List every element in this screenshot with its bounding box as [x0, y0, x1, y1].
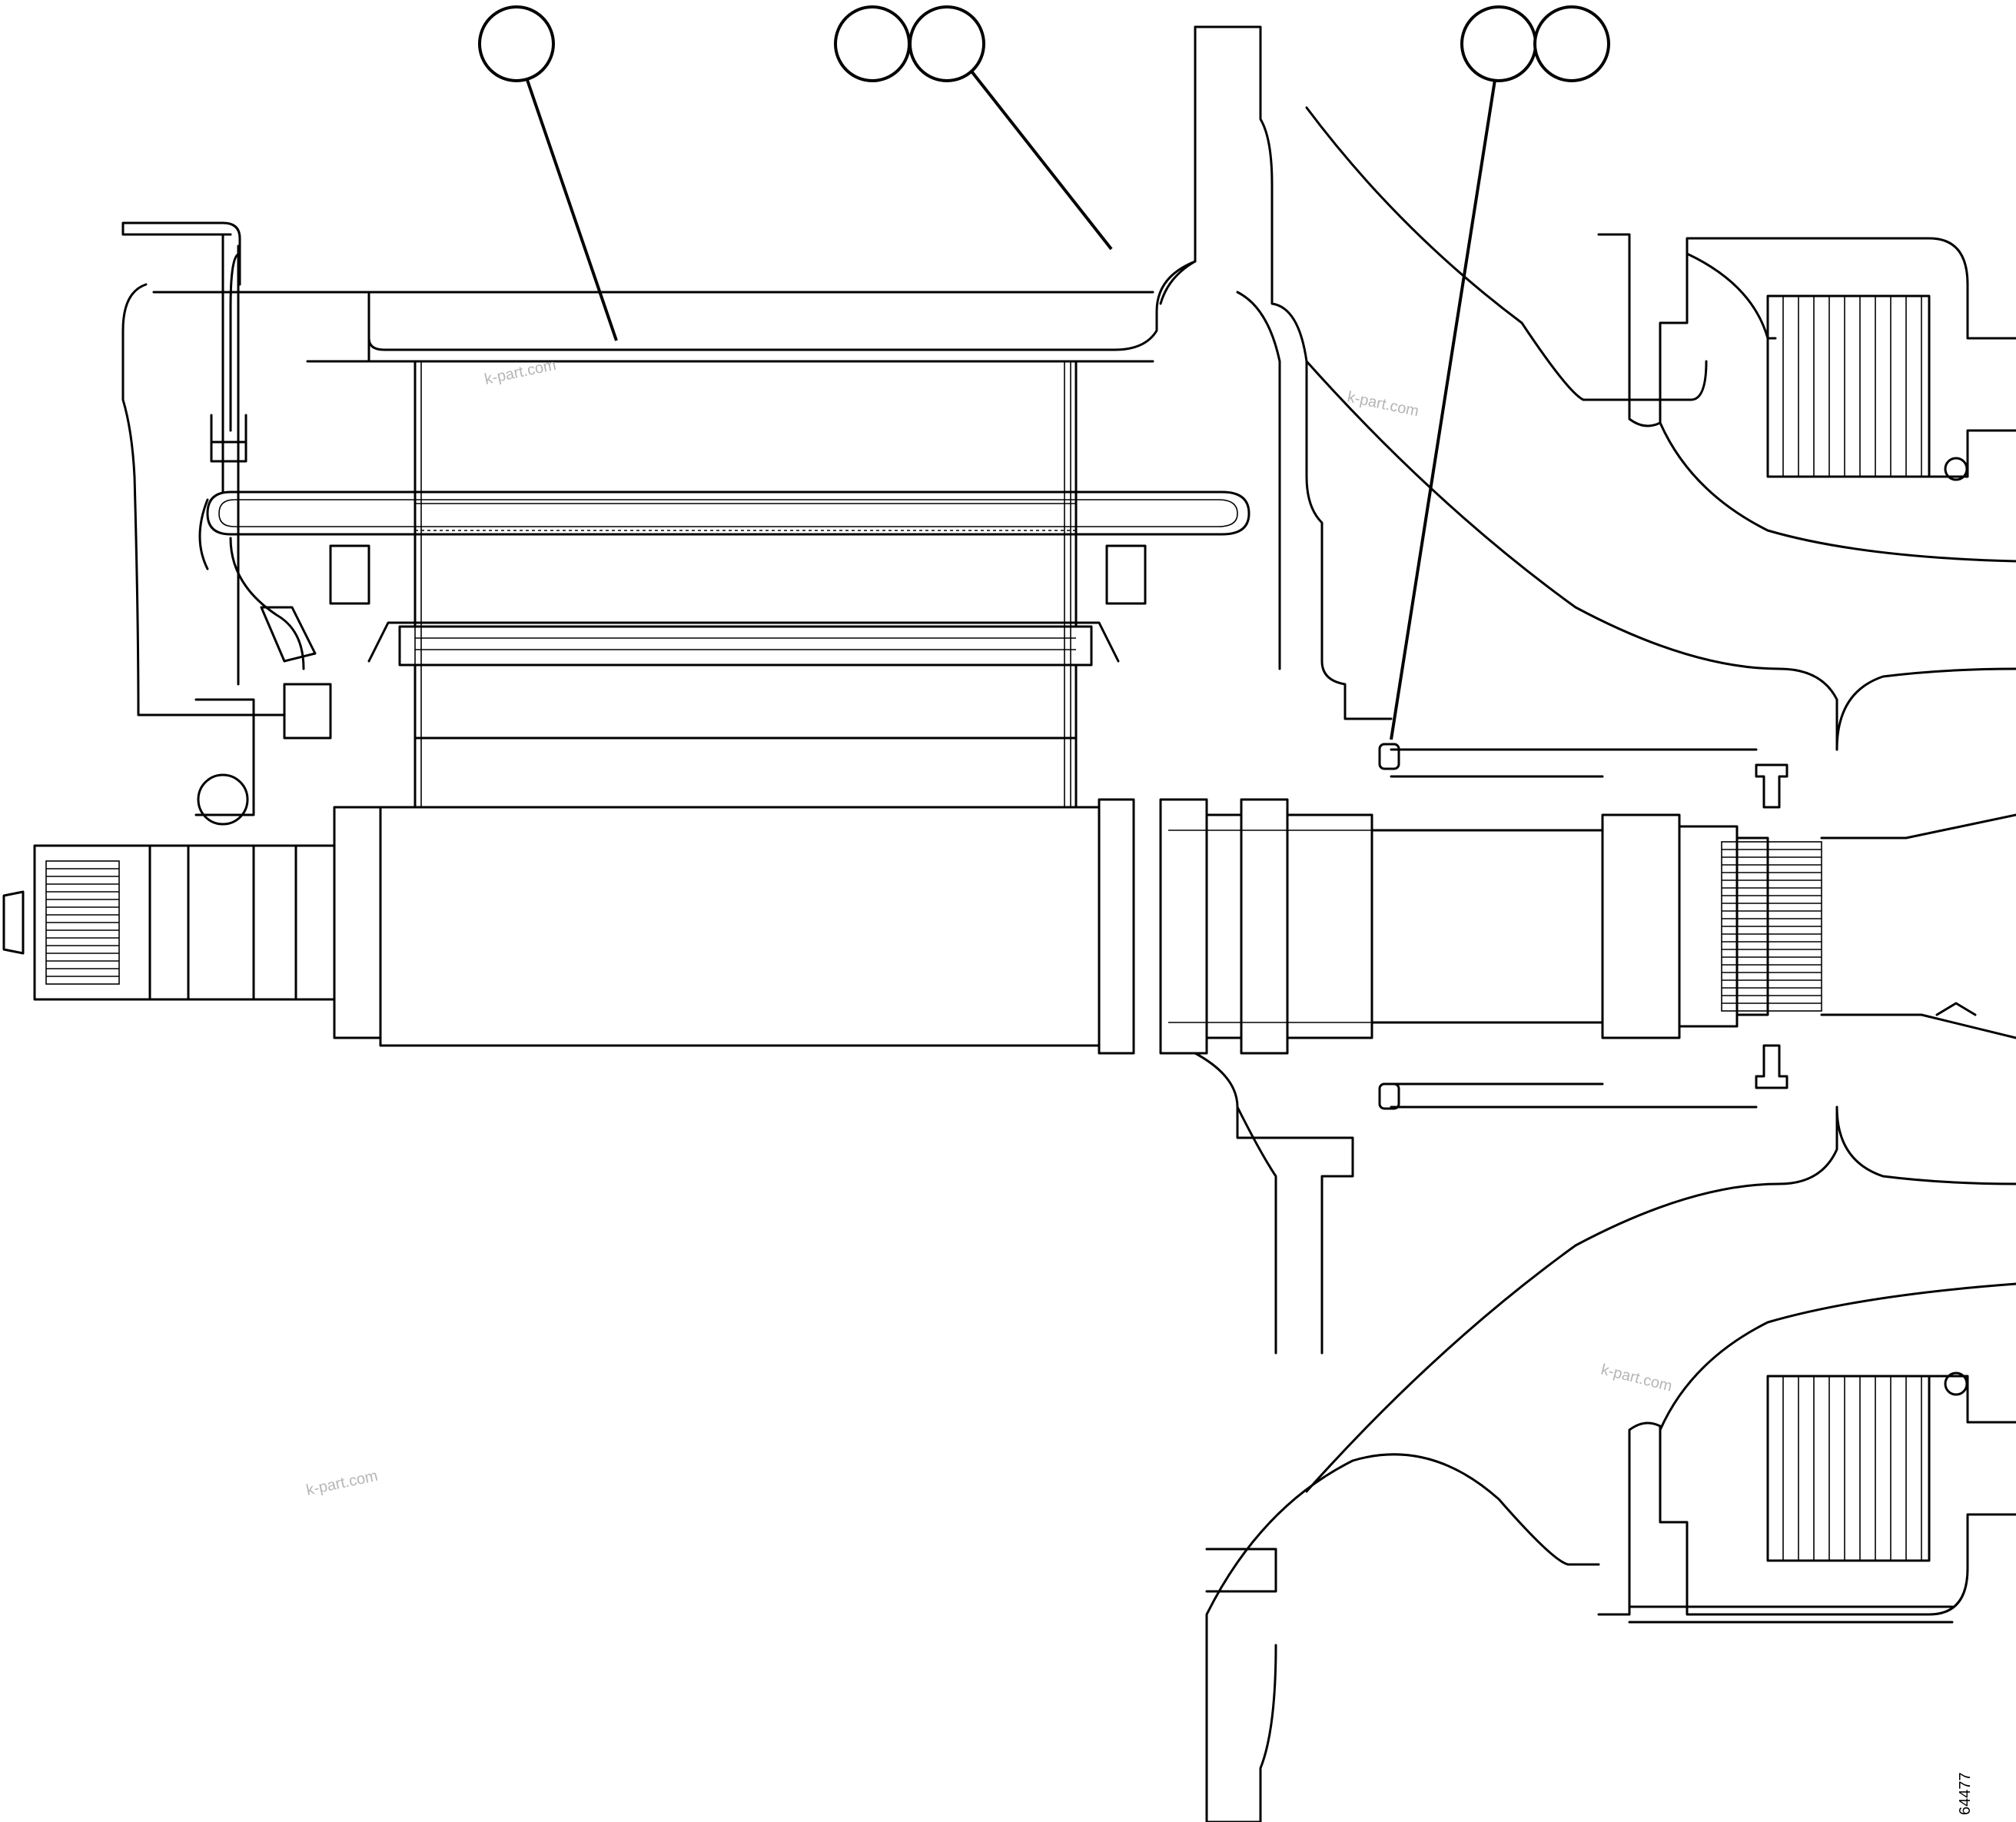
leader-line-3: [1390, 79, 1496, 740]
leader-line-2: [971, 71, 1113, 251]
watermark-4: k-part.com: [304, 1468, 379, 1499]
brake-discs-lower: [1782, 1376, 1922, 1561]
spline-teeth: [1721, 841, 1822, 1012]
callout-bubble-4: [1460, 5, 1537, 82]
figure-number: 64477: [1957, 1772, 1974, 1815]
callout-bubble-3: [908, 5, 985, 82]
leader-line-1: [526, 79, 618, 341]
right-wheel-hub: [1205, 106, 2016, 1822]
callout-bubble-2: [834, 5, 911, 82]
brake-discs-upper: [1782, 296, 1922, 477]
watermark-3: k-part.com: [1599, 1362, 1674, 1395]
left-pinion-gear-teeth: [45, 860, 120, 985]
left-motor-assembly: [2, 221, 1250, 1055]
lower-brake-pack: [1205, 1282, 2016, 1822]
callout-group: [478, 5, 1610, 740]
callout-bubble-1: [478, 5, 555, 82]
upper-brake-pack: [1597, 233, 2016, 563]
watermark-group: k-part.com k-part.com k-part.com k-part.…: [304, 357, 1673, 1499]
callout-bubble-5: [1533, 5, 1610, 82]
centre-hub-assembly: [1159, 25, 1758, 1355]
